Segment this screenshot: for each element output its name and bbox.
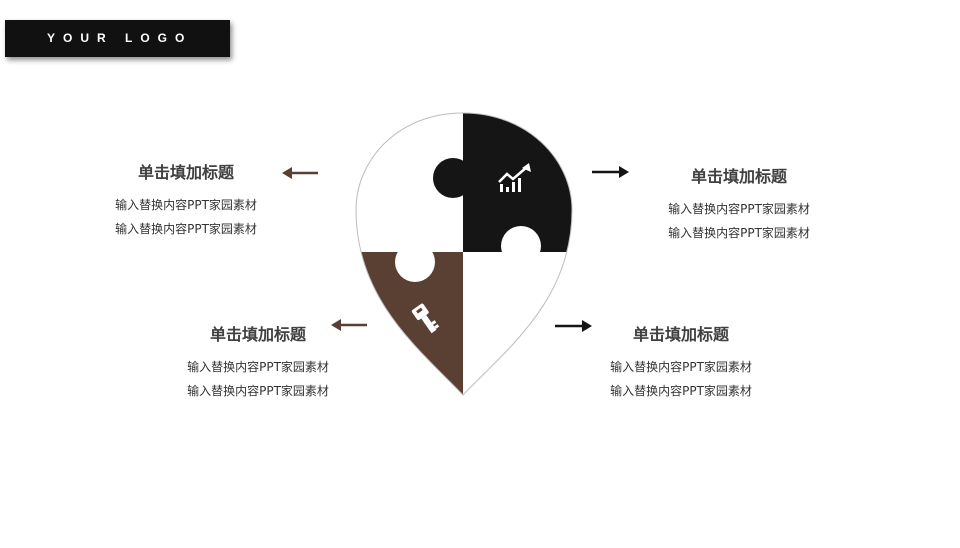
text-block-bottom-left: 单击填加标题 输入替换内容PPT家园素材 输入替换内容PPT家园素材 [138, 325, 378, 403]
block-title[interactable]: 单击填加标题 [137, 163, 234, 182]
key-icon [411, 303, 440, 334]
block-title[interactable]: 单击填加标题 [632, 325, 729, 344]
pin-outline [355, 112, 573, 396]
arrow-top-left-icon [282, 167, 318, 179]
text-block-top-right: 单击填加标题 输入替换内容PPT家园素材 输入替换内容PPT家园素材 [619, 167, 859, 245]
block-text-line: 输入替换内容PPT家园素材 [187, 384, 329, 398]
block-text-line: 输入替换内容PPT家园素材 [115, 222, 257, 236]
growth-chart-icon [498, 163, 531, 192]
block-text-line: 输入替换内容PPT家园素材 [115, 198, 257, 212]
puzzle-knob-left [433, 158, 473, 198]
block-title[interactable]: 单击填加标题 [690, 167, 787, 186]
puzzle-knob-right [501, 226, 541, 266]
text-block-bottom-right: 单击填加标题 输入替换内容PPT家园素材 输入替换内容PPT家园素材 [561, 325, 801, 403]
arrow-top-right-icon [592, 166, 629, 178]
block-text-line: 输入替换内容PPT家园素材 [610, 384, 752, 398]
text-block-top-left: 单击填加标题 输入替换内容PPT家园素材 输入替换内容PPT家园素材 [66, 163, 306, 241]
block-text-line: 输入替换内容PPT家园素材 [187, 360, 329, 374]
puzzle-knob-bottom [395, 242, 435, 282]
block-text-line: 输入替换内容PPT家园素材 [610, 360, 752, 374]
logo: YOUR LOGO [5, 20, 230, 57]
arrow-bottom-right-icon [555, 320, 592, 332]
block-title[interactable]: 单击填加标题 [209, 325, 306, 344]
block-text-line: 输入替换内容PPT家园素材 [668, 202, 810, 216]
arrow-bottom-left-icon [331, 319, 367, 331]
block-text-line: 输入替换内容PPT家园素材 [668, 226, 810, 240]
